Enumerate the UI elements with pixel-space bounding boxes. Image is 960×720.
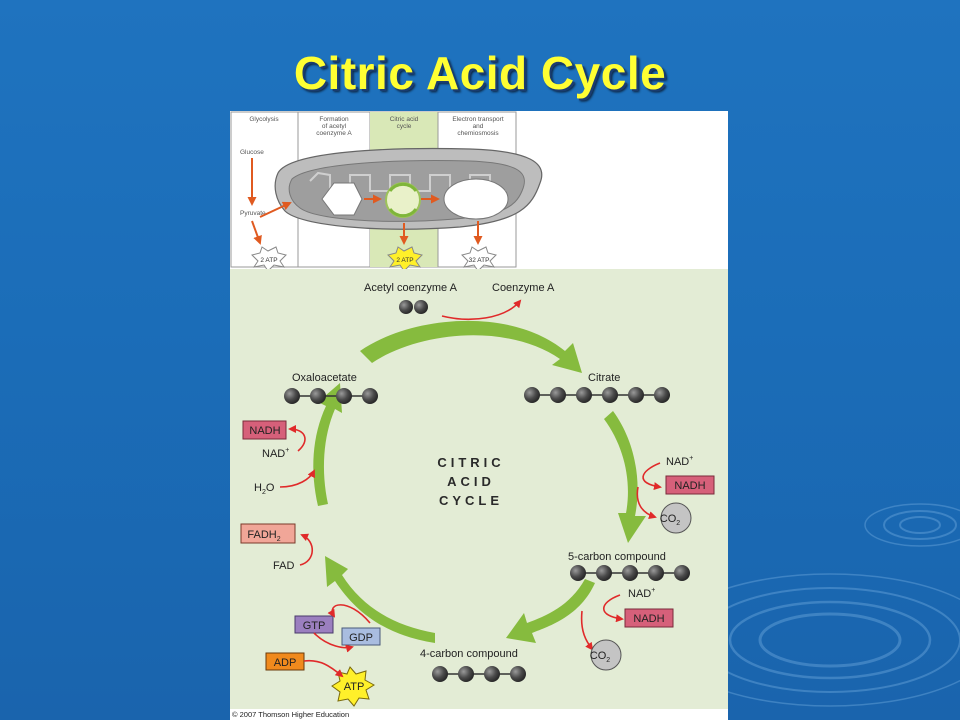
cycle-panel bbox=[230, 269, 728, 709]
atp-yield-electron-transport: 32 ATP bbox=[461, 246, 497, 272]
oxaloacetate-label: Oxaloacetate bbox=[292, 372, 357, 384]
acetyl-carbons bbox=[399, 300, 428, 314]
center-label-line-2: ACID bbox=[447, 474, 495, 489]
nadh-box-1 bbox=[665, 475, 715, 495]
nad-plus-label-2: NAD+ bbox=[628, 587, 655, 600]
svg-text:2 ATP: 2 ATP bbox=[260, 257, 277, 264]
pyruvate-label: Pyruvate bbox=[240, 210, 266, 217]
five-carbon-label: 5-carbon compound bbox=[568, 551, 666, 563]
adp-box bbox=[265, 652, 305, 671]
oxaloacetate-carbons bbox=[284, 388, 378, 404]
svg-text:2 ATP: 2 ATP bbox=[396, 257, 413, 264]
fadh2-label: FADH2 bbox=[247, 529, 280, 543]
copyright-text: © 2007 Thomson Higher Education bbox=[232, 710, 349, 719]
svg-text:ATP: ATP bbox=[344, 681, 365, 693]
citrate-carbons bbox=[524, 387, 670, 403]
stage-label-glycolysis: Glycolysis bbox=[249, 116, 279, 123]
fadh2-box bbox=[240, 523, 296, 544]
atp-yield-citric-acid: 2 ATP bbox=[387, 246, 423, 272]
svg-text:NADH: NADH bbox=[674, 480, 705, 492]
fad-label: FAD bbox=[273, 560, 294, 572]
glucose-label: Glucose bbox=[240, 149, 264, 156]
nadh-box-2 bbox=[624, 608, 674, 628]
acetyl-coenzyme-a-label: Acetyl coenzyme A bbox=[364, 282, 458, 294]
svg-text:GDP: GDP bbox=[349, 632, 373, 644]
atp-yield-glycolysis: 2 ATP bbox=[251, 246, 287, 272]
gdp-box bbox=[341, 627, 381, 646]
four-carbon-carbons bbox=[432, 666, 526, 682]
co2-label-1: CO2 bbox=[660, 513, 681, 527]
svg-text:NADH: NADH bbox=[633, 613, 664, 625]
four-carbon-label: 4-carbon compound bbox=[420, 648, 518, 660]
co2-circle-1 bbox=[660, 502, 692, 534]
co2-circle-2 bbox=[590, 639, 622, 671]
svg-text:32 ATP: 32 ATP bbox=[469, 257, 490, 264]
center-label-line-1: CITRIC bbox=[437, 455, 504, 470]
nad-plus-label-3: NAD+ bbox=[262, 447, 289, 460]
coenzyme-a-label: Coenzyme A bbox=[492, 282, 555, 294]
five-carbon-carbons bbox=[570, 565, 690, 581]
svg-text:GTP: GTP bbox=[303, 620, 326, 632]
nad-plus-label-1: NAD+ bbox=[666, 455, 693, 468]
svg-text:ADP: ADP bbox=[274, 657, 297, 669]
center-label-line-3: CYCLE bbox=[439, 493, 503, 508]
h2o-label: H2O bbox=[254, 482, 275, 496]
co2-label-2: CO2 bbox=[590, 650, 611, 664]
mitochondrion-icon bbox=[274, 147, 543, 230]
citrate-label: Citrate bbox=[588, 372, 620, 384]
slide-title: Citric Acid Cycle bbox=[293, 47, 667, 99]
nadh-box-3 bbox=[242, 420, 287, 440]
svg-text:NADH: NADH bbox=[249, 425, 280, 437]
cycle-arrows bbox=[313, 320, 646, 643]
